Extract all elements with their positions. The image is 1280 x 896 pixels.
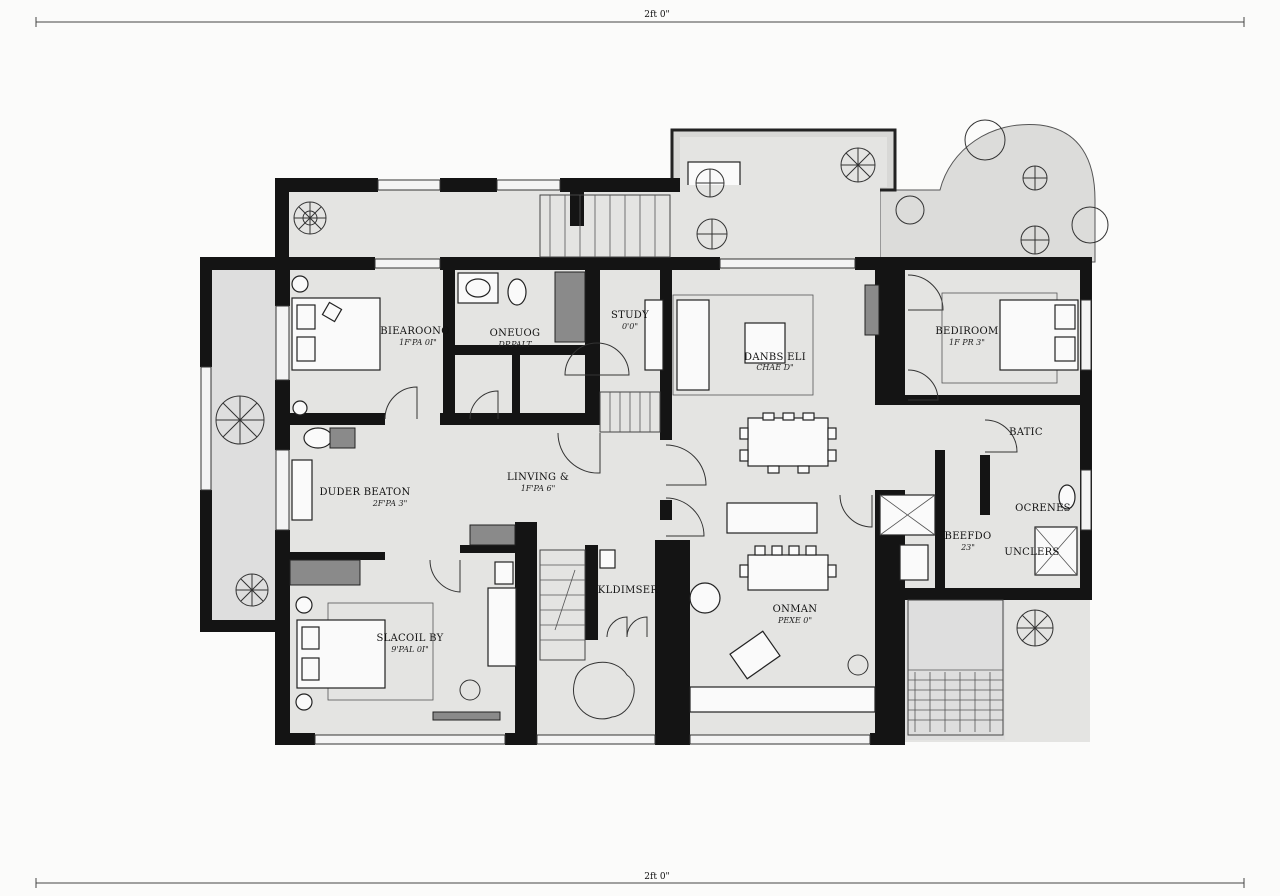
room-labels: BIEAROONO 1F'PA 0I" ONEUOG DP.PALT STUDY… [319, 310, 1070, 654]
plant-icon [215, 119, 1109, 720]
room-label: KLDIMSER [598, 585, 659, 596]
dimension-bottom-label: 2ft 0" [644, 872, 669, 882]
room-label: STUDY [611, 310, 649, 321]
room-label: DUDER BEATON [319, 487, 410, 498]
dining-table [739, 545, 837, 591]
room-size: 1F'PA 0I" [399, 338, 437, 347]
room-label: ONEUOG [490, 328, 541, 339]
room-label: ONMAN [773, 604, 818, 615]
room-label: OCRENES [1015, 503, 1071, 514]
dimension-top-label: 2ft 0" [644, 10, 669, 20]
dining-table [739, 412, 837, 474]
room-label: LINVING & [507, 472, 569, 483]
room-size: PEXE 0" [777, 616, 812, 625]
room-label: DANBS ELI [744, 352, 806, 363]
dimension-top: 2ft 0" [35, 10, 1245, 27]
room-size: 0'0" [622, 322, 638, 331]
stairs [539, 194, 1004, 736]
room-size: 9'PAL 0I" [391, 645, 429, 654]
room-label: BIEAROONO [380, 326, 449, 337]
plants [215, 119, 1109, 720]
room-size: 23" [960, 543, 975, 552]
room-size: 1F'PA 6" [521, 484, 556, 493]
room-label: UNCLERS [1004, 547, 1059, 558]
room-size: DP.PALT [497, 340, 532, 349]
room-label: BATIC [1009, 427, 1043, 438]
windows [200, 179, 1092, 745]
room-size: 2F'PA 3" [372, 499, 408, 508]
furniture [289, 271, 1079, 721]
room-label: SLACOIL BY [376, 633, 443, 644]
dimension-bottom: 2ft 0" [35, 872, 1245, 888]
room-size: CHAE D" [756, 363, 793, 372]
sofa [726, 502, 818, 534]
doors [384, 274, 1018, 638]
room-label: BEEFDO [945, 531, 992, 542]
room-size: 1F PR 3" [949, 338, 985, 347]
walls [200, 178, 1092, 745]
room-label: BEDIROOM [935, 326, 998, 337]
